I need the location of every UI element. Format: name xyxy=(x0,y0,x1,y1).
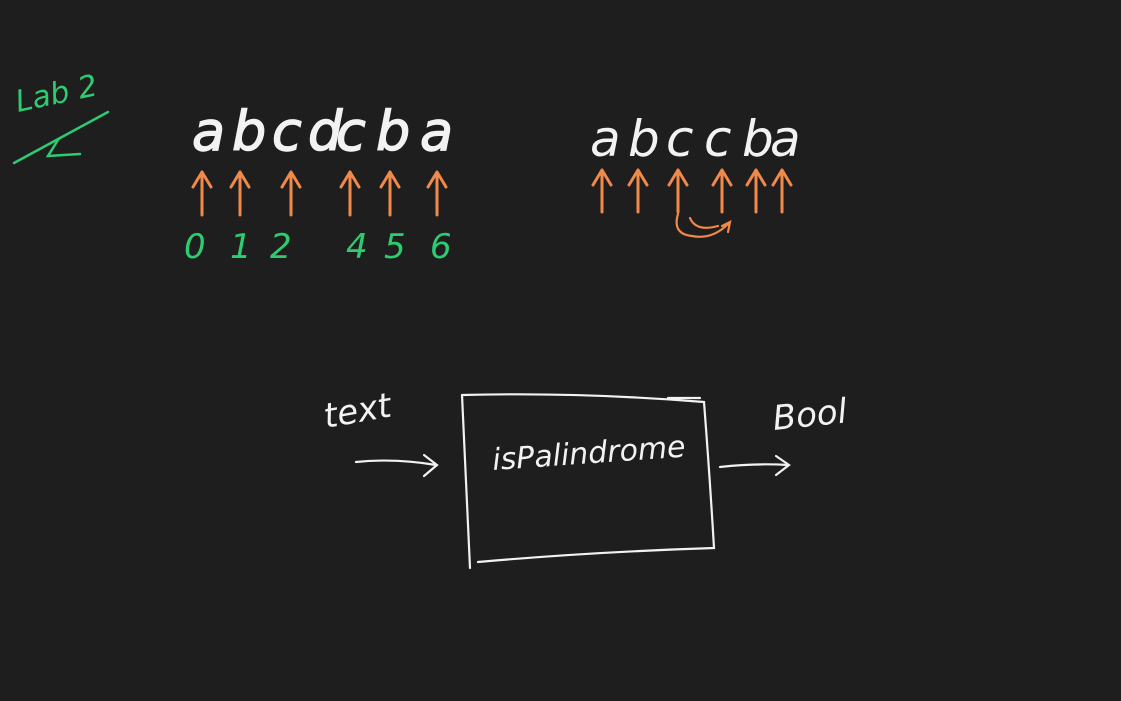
word2-pointer-arrow xyxy=(667,168,689,214)
word2-pointer-arrow xyxy=(591,168,613,214)
word2-pointer-arrow xyxy=(627,168,649,214)
word1-letter: d xyxy=(308,100,343,163)
word1-pointer-arrow xyxy=(426,170,448,217)
heading-lab2: Lab 2 xyxy=(12,68,100,119)
word1-index: 5 xyxy=(384,227,406,267)
swap-curve-arrow xyxy=(675,212,732,238)
word1-letter: a xyxy=(420,100,453,163)
word1-letter: a xyxy=(192,100,225,163)
word2-letter: b xyxy=(742,110,774,168)
word1-letter: c xyxy=(336,100,366,163)
word1-letter: b xyxy=(376,100,410,163)
word2-pointer-arrow xyxy=(711,168,733,214)
word2-pointer-arrow xyxy=(771,168,793,214)
word1-pointer-arrow xyxy=(229,170,251,217)
function-box-label: isPalindrome xyxy=(491,430,687,478)
word2-arrows xyxy=(591,168,793,214)
word2-letter: b xyxy=(628,110,660,168)
word2-letter: a xyxy=(770,110,801,168)
word2-pointer-arrow xyxy=(745,168,767,214)
word1-pointer-arrow xyxy=(339,170,361,217)
word2-letter: a xyxy=(590,110,621,168)
word1-arrows xyxy=(191,170,448,217)
output-arrow xyxy=(718,454,791,477)
word1-index: 4 xyxy=(346,227,368,267)
heading-underline xyxy=(12,110,110,165)
word1-index: 2 xyxy=(270,227,292,267)
word1-index: 0 xyxy=(184,227,206,267)
word1-letter: c xyxy=(272,100,302,163)
word2-letter: c xyxy=(666,110,694,168)
word1-index: 1 xyxy=(230,227,252,267)
output-label-bool: Bool xyxy=(771,391,850,439)
word1-pointer-arrow xyxy=(191,170,213,217)
function-box xyxy=(460,393,716,570)
word1-index: 6 xyxy=(430,227,452,267)
word2-letter: c xyxy=(704,110,732,168)
input-label-text: text xyxy=(321,385,396,436)
word1-pointer-arrow xyxy=(280,170,302,217)
word1-pointer-arrow xyxy=(379,170,401,217)
word1-letter: b xyxy=(232,100,266,163)
input-arrow xyxy=(354,453,439,478)
